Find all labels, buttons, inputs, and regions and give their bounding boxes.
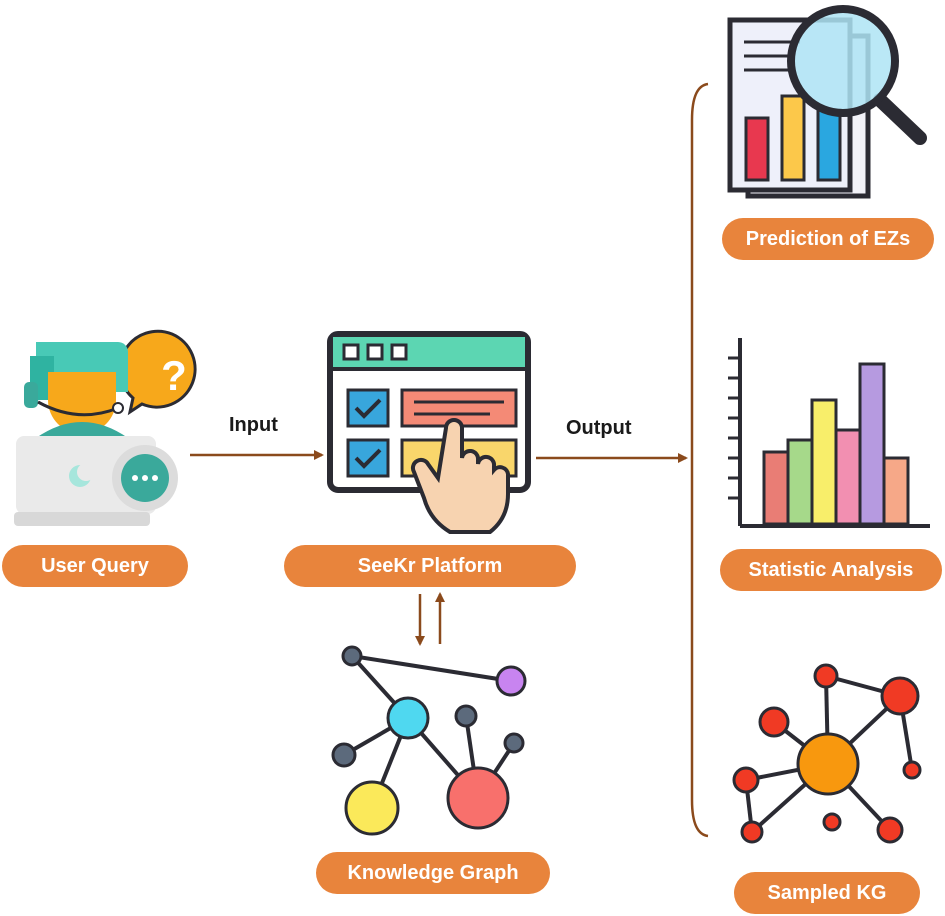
prediction-pill: Prediction of EZs xyxy=(722,218,934,260)
platform-pill: SeeKr Platform xyxy=(284,545,576,587)
support-agent-icon: ? xyxy=(14,329,197,526)
output-label: Output xyxy=(566,417,632,439)
bar-chart-icon xyxy=(728,338,930,528)
sampled-kg-pill: Sampled KG xyxy=(734,872,920,914)
output-bracket xyxy=(690,82,709,838)
network-graph-icon xyxy=(331,645,527,836)
user-query-pill: User Query xyxy=(2,545,188,587)
input-label: Input xyxy=(229,414,278,436)
touch-dashboard-icon xyxy=(327,331,531,534)
sampled-network-icon xyxy=(732,663,922,844)
knowledge-graph-pill: Knowledge Graph xyxy=(316,852,550,894)
svg-text:?: ? xyxy=(161,352,187,399)
report-magnifier-icon xyxy=(727,5,927,199)
statistic-pill: Statistic Analysis xyxy=(720,549,942,591)
